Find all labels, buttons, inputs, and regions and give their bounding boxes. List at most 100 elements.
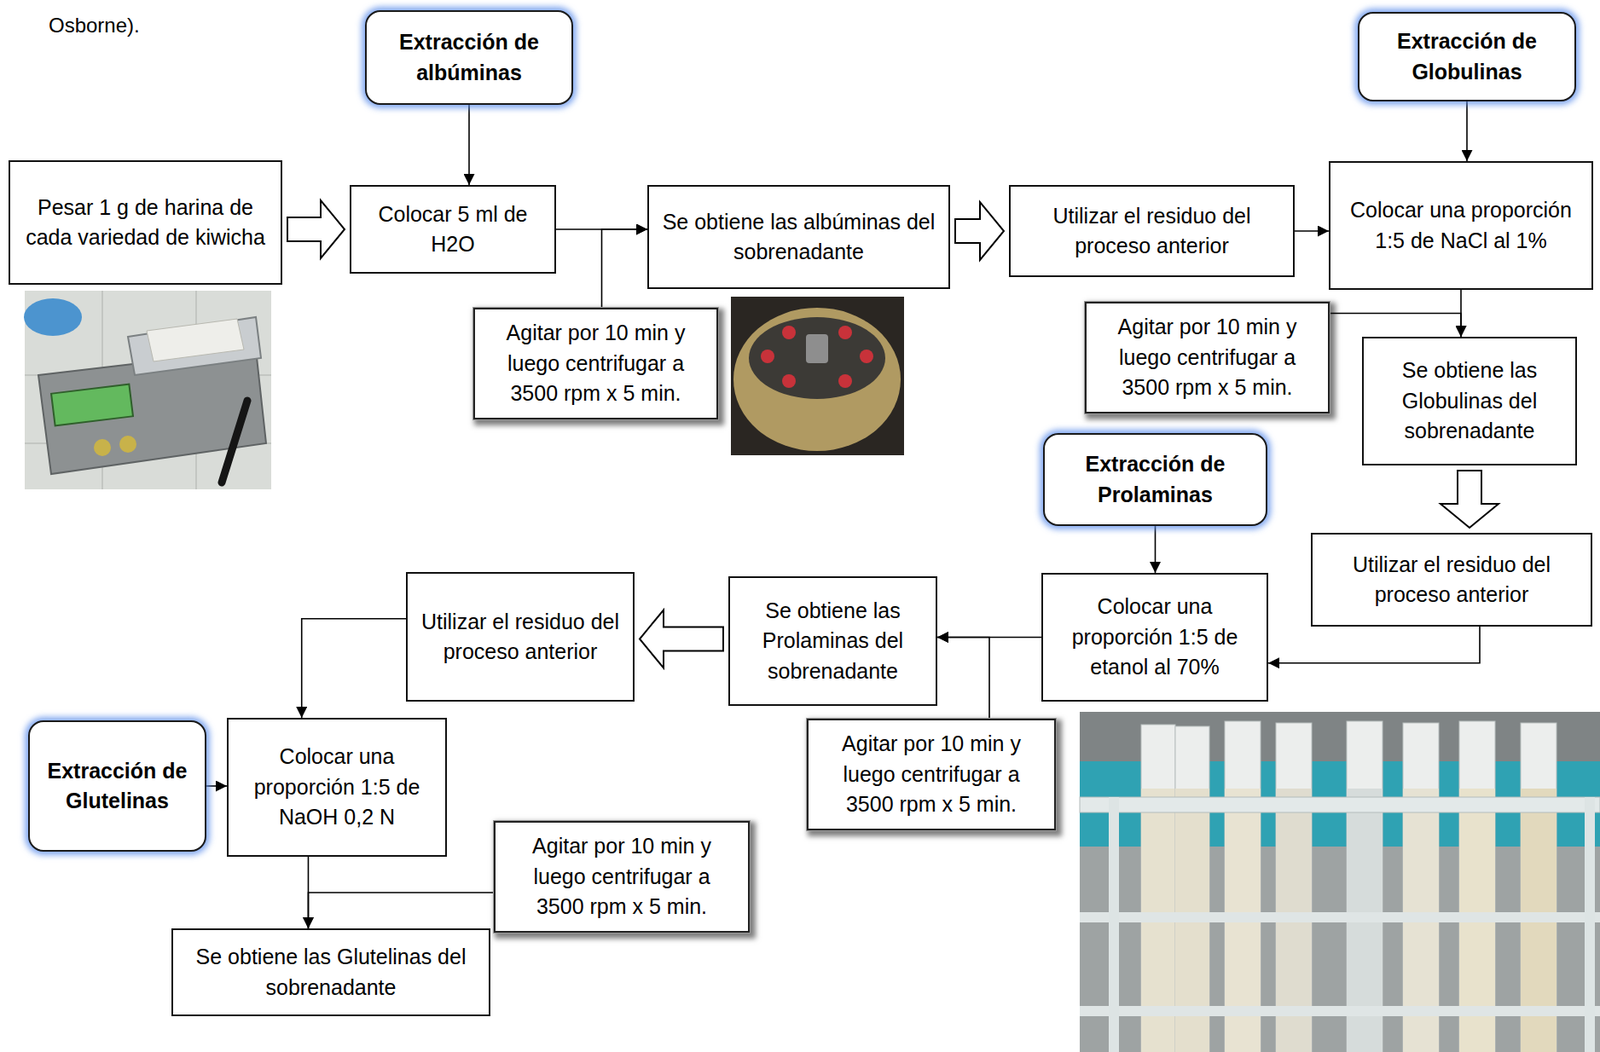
centrifuge-rotor [748,317,886,400]
flow-arrow [468,104,470,186]
test-tube-photo [1079,712,1600,1052]
blue-object [23,298,82,337]
section-header: Extracción de Prolaminas [1043,433,1268,527]
block-arrow [955,202,1004,261]
centrifuge-bowl [733,307,901,452]
node-text: Agitar por 10 min y luego centrifugar a … [486,318,705,410]
process-box: Colocar 5 ml de H2O [349,185,557,274]
node-text: Utilizar el residuo del proceso anterior [1324,550,1579,611]
flow-arrow [1154,526,1157,574]
flow-arrow [937,637,990,720]
text-block: Pesar 1 g de harina de cada variedad de … [22,192,269,254]
process-box: Se obtiene las Glutelinas del sobrenadan… [171,928,491,1017]
instruction-box: Agitar por 10 min y luego centrifugar a … [806,718,1056,831]
flow-arrow [1329,313,1461,338]
node-text: Pesar 1 g de harina de cada variedad de … [22,192,269,254]
node-text: Colocar 5 ml de H2O [363,199,543,261]
flow-arrow [307,892,494,929]
process-box: Utilizar el residuo del proceso anterior [1008,185,1295,278]
text-block: Se obtiene las Prolaminas del sobrenadan… [742,596,924,688]
instruction-box: Agitar por 10 min y luego centrifugar a … [493,821,750,934]
block-arrow [639,610,724,669]
rotor-spindle [805,334,829,364]
node-text: Se obtiene las Glutelinas del sobrenadan… [185,942,477,1003]
process-box: Utilizar el residuo del proceso anterior [405,572,635,702]
test-tube [1224,721,1261,1052]
photo-ground [730,296,905,456]
block-arrow [1440,470,1499,528]
text-block: Se obtiene las albúminas del sobrenadant… [660,207,937,268]
text-block: Agitar por 10 min y luego centrifugar a … [486,318,705,410]
scale-platform [127,317,261,376]
centrifuge-photo [730,296,905,456]
tube-cap [838,325,853,340]
tile-joints [24,290,272,490]
rack-rail [1079,797,1600,813]
scale-button [93,439,111,457]
node-text: Extracción de Prolaminas [1056,449,1254,511]
scale-display [51,384,134,427]
text-block: Utilizar el residuo del proceso anterior [1324,550,1579,611]
test-tube [1346,721,1383,1052]
test-tube [1402,723,1439,1052]
photo-ground [1079,712,1600,1052]
rack-post [1108,797,1119,1052]
node-text: Se obtiene las Prolaminas del sobrenadan… [742,596,924,688]
text-block: Extracción de albúminas [378,27,560,88]
test-tube [1141,724,1176,1052]
test-tube [1459,721,1496,1052]
node-text: Extracción de Globulinas [1371,26,1563,87]
text-block: Se obtiene las Glutelinas del sobrenadan… [185,942,477,1003]
node-text: Extracción de albúminas [378,27,560,88]
flow-arrow [301,619,406,719]
flow-arrow [602,229,649,308]
flow-arrow [1268,626,1480,664]
process-box: Colocar una proporción 1:5 de etanol al … [1041,573,1269,702]
text-block: Colocar una proporción 1:5 de NaCl al 1% [1342,195,1580,256]
text-block: Agitar por 10 min y luego centrifugar a … [820,729,1043,821]
test-tube [1520,723,1557,1052]
node-text: Agitar por 10 min y luego centrifugar a … [1098,312,1316,404]
text-block: Extracción de Prolaminas [1056,449,1254,511]
node-text: Utilizar el residuo del proceso anterior [1022,201,1282,262]
tube-cap [760,349,775,364]
text-block: Utilizar el residuo del proceso anterior [419,607,621,668]
rack-rail [1079,912,1600,923]
flow-arrow [1466,101,1468,162]
node-text: Extracción de Glutelinas [41,756,193,818]
node-text: Colocar una proporción 1:5 de NaOH 0,2 N [240,742,434,834]
text-block: Se obtiene las Globulinas del sobrenadan… [1375,355,1564,447]
process-box: Se obtiene las Prolaminas del sobrenadan… [728,576,938,707]
caption-text: Osborne). [48,13,140,38]
node-text: Se obtiene las albúminas del sobrenadant… [660,207,937,268]
node-text: Se obtiene las Globulinas del sobrenadan… [1375,355,1564,447]
process-box: Pesar 1 g de harina de cada variedad de … [8,160,283,285]
process-box: Se obtiene las Globulinas del sobrenadan… [1362,336,1577,466]
instruction-box: Agitar por 10 min y luego centrifugar a … [1084,301,1330,414]
text-block: Colocar 5 ml de H2O [363,199,543,261]
section-header: Extracción de Glutelinas [28,720,207,853]
node-text: Colocar una proporción 1:5 de NaCl al 1% [1342,195,1580,256]
tube-cap [782,374,796,389]
block-arrow [287,200,345,259]
weighing-paper [146,318,244,362]
test-tube [1275,723,1312,1052]
instruction-box: Agitar por 10 min y luego centrifugar a … [473,307,719,420]
text-block: Agitar por 10 min y luego centrifugar a … [1098,312,1316,404]
flow-arrow [206,785,227,788]
tube-cap [859,349,874,364]
test-tube [1175,726,1210,1052]
rack-rail [1079,1006,1600,1017]
process-box: Colocar una proporción 1:5 de NaOH 0,2 N [226,718,447,858]
marker-pen [221,400,248,483]
text-block: Utilizar el residuo del proceso anterior [1022,201,1282,262]
tube-cap [838,374,853,389]
node-text: Agitar por 10 min y luego centrifugar a … [820,729,1043,821]
text-block: Extracción de Glutelinas [41,756,193,818]
process-box: Utilizar el residuo del proceso anterior [1310,533,1593,627]
text-block: Colocar una proporción 1:5 de NaOH 0,2 N [240,742,434,834]
